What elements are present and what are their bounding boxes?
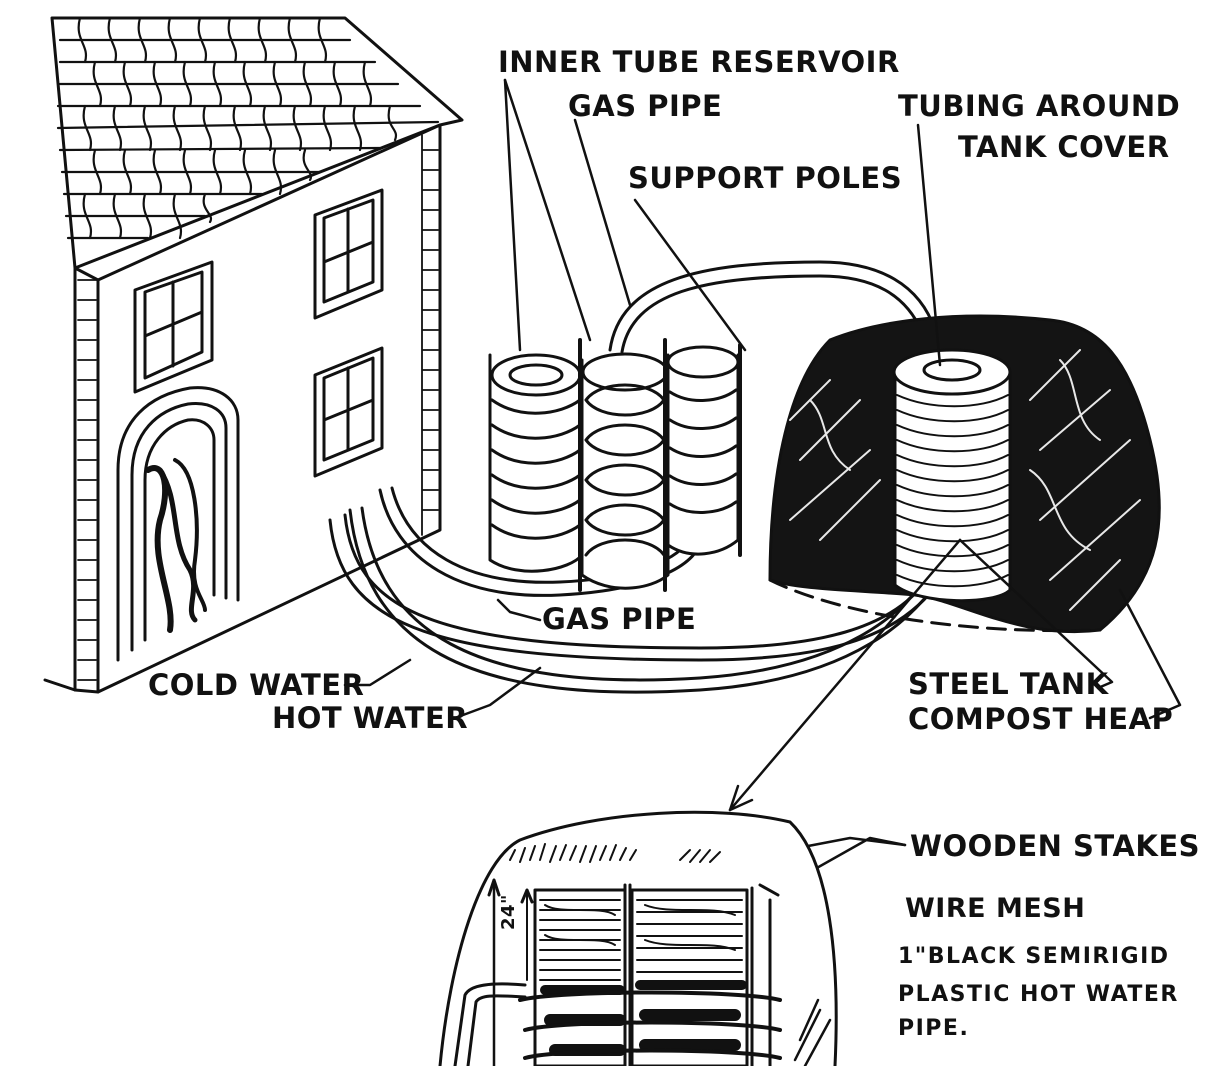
gas-pipe-loop	[608, 260, 937, 352]
label-inner-tube-reservoir: INNER TUBE RESERVOIR	[498, 45, 900, 79]
gas-pipe-low	[378, 488, 702, 597]
label-tubing-around: TUBING AROUND	[898, 89, 1181, 123]
label-pipe-line-1: 1"BLACK SEMIRIGID	[898, 944, 1170, 969]
label-height-dimension: 24"	[498, 894, 519, 930]
house-door	[116, 386, 240, 662]
label-support-poles: SUPPORT POLES	[628, 161, 903, 195]
label-gas-pipe-bottom: GAS PIPE	[542, 602, 697, 636]
label-hot-water: HOT WATER	[272, 701, 469, 735]
pipes	[328, 486, 952, 694]
label-pipe-line-2: PLASTIC HOT WATER	[898, 982, 1179, 1007]
roof-tiles	[56, 16, 440, 240]
house-window-1	[133, 260, 214, 394]
wall-corner-bricks	[77, 134, 439, 681]
cold-water-pipe	[328, 518, 942, 662]
steel-tank	[892, 348, 1012, 603]
cutaway-detail	[438, 810, 838, 1066]
label-wooden-stakes: WOODEN STAKES	[910, 829, 1201, 863]
label-cold-water: COLD WATER	[148, 668, 365, 702]
leader-lines	[343, 78, 1182, 902]
label-steel-tank: STEEL TANK	[908, 667, 1109, 701]
label-tank-cover: TANK COVER	[958, 130, 1170, 164]
label-pipe-line-3: PIPE.	[898, 1016, 970, 1041]
inner-tube-reservoir	[488, 338, 742, 592]
house-window-2	[313, 188, 384, 320]
house	[43, 16, 464, 694]
label-wire-mesh: WIRE MESH	[905, 893, 1086, 924]
compost-base-dashed	[768, 578, 1102, 633]
label-gas-pipe-top: GAS PIPE	[568, 89, 723, 123]
hot-water-pipe	[348, 508, 952, 694]
label-compost-heap: COMPOST HEAP	[908, 702, 1174, 736]
house-window-3	[313, 346, 384, 478]
